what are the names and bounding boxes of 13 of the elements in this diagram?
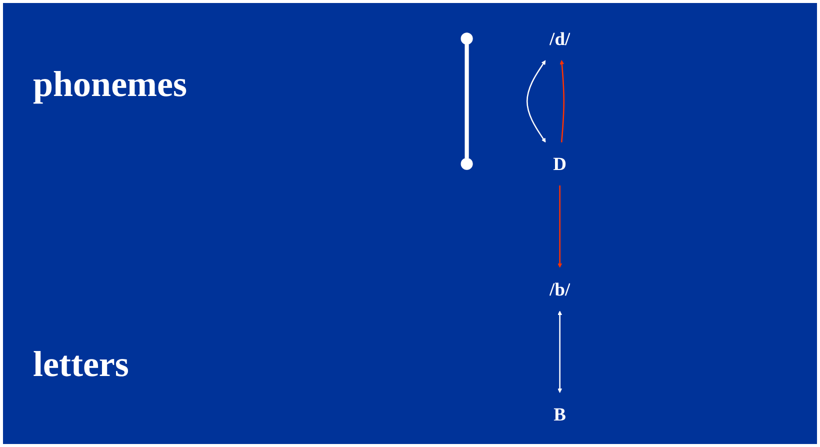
row-label: letters [33, 343, 129, 385]
node-text: B [553, 404, 566, 425]
node-text: /b/ [549, 278, 570, 300]
arrow [526, 60, 546, 143]
row-label: phonemes [33, 63, 188, 105]
node-text: /d/ [549, 28, 570, 49]
node-circle [460, 158, 473, 170]
arrow [559, 60, 564, 142]
connector [464, 44, 469, 158]
node-text: D [552, 154, 566, 174]
arrow [557, 310, 562, 393]
node-circle [460, 32, 473, 45]
arrow [557, 185, 562, 268]
